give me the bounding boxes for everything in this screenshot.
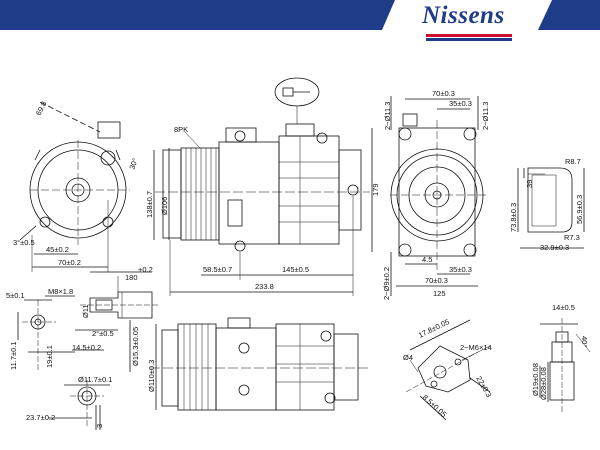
dim-180: 180: [125, 273, 138, 282]
dim-2-11-3-b: 2−Ø11.3: [481, 102, 490, 130]
dim-70-top: 70±0.3: [432, 89, 455, 98]
dim-3-deg: 3°±0.5: [13, 238, 35, 247]
dim-125: 125: [433, 289, 446, 298]
dim-r7-3: R7.3: [564, 233, 580, 242]
dim-14-5: 14.5±0.2: [72, 343, 101, 352]
logo-blue-stripe: [426, 38, 512, 41]
dim-19: 19±0.1: [45, 345, 54, 368]
dim-138: 138±0.7: [145, 191, 154, 218]
dim-39: 39: [525, 180, 534, 188]
label-8pk: 8PK: [174, 125, 188, 134]
dim-145: 145±0.5: [282, 265, 309, 274]
dim-32-9: 32.9±0.3: [540, 243, 569, 252]
dim-35-bottom: 35±0.3: [449, 265, 472, 274]
dim-2-deg: 2°±0.5: [92, 329, 114, 338]
dim-22: 22±0.3: [474, 375, 493, 399]
dim-plus-0-2: +0.2: [138, 265, 153, 274]
dim-2-m6: 2−M6×14: [460, 343, 492, 352]
header-bar: [0, 0, 600, 30]
dim-ring-11-7: Ø11.7±0.1: [78, 375, 112, 384]
dim-17-8: 17.8±0.05: [417, 317, 451, 340]
dim-179: 179: [371, 183, 380, 196]
dim-106: Ø106: [160, 197, 169, 215]
dim-56-9: 56.9±0.3: [575, 195, 584, 224]
dim-m8: M8×1.8: [48, 287, 73, 296]
dim-70-bottom: 70±0.3: [425, 276, 448, 285]
dim-73-8: 73.8±0.3: [509, 203, 518, 232]
dim-69-8: 69.8: [34, 100, 49, 117]
dim-110: Ø110±0.3: [147, 360, 156, 392]
front-view-left: [19, 101, 130, 272]
dim-28: Ø28±0.08: [539, 367, 548, 400]
dim-r8-7: R8.7: [565, 157, 581, 166]
dim-23-7: 23.7±0.2: [26, 413, 55, 422]
dim-14: 14±0.5: [552, 303, 575, 312]
dim-40-deg: 40°: [580, 336, 589, 347]
dim-19-port: Ø19±0.08: [531, 363, 540, 396]
logo-red-stripe: [426, 34, 512, 37]
dim-30-deg: 30°: [127, 157, 139, 171]
dim-2-9: 2−Ø9±0.2: [382, 267, 391, 300]
dim-70: 70±0.2: [58, 258, 81, 267]
side-view-main: [153, 77, 373, 296]
dim-2-11-3-a: 2−Ø11.3: [383, 102, 392, 130]
dim-8-5: 8.5±0.05: [421, 393, 449, 419]
dim-3-lower: 3: [95, 424, 104, 428]
dim-233-8: 233.8: [255, 282, 274, 291]
dim-4-5: 4.5: [422, 255, 432, 264]
dim-11: Ø11: [81, 304, 90, 318]
dim-5: 5±0.1: [6, 291, 25, 300]
dim-58-5: 58.5±0.7: [203, 265, 232, 274]
dim-4: Ø4: [403, 353, 413, 362]
port-detail-2: [405, 319, 491, 421]
port-detail-3: [539, 318, 591, 412]
detail-fitting-left: [17, 271, 160, 372]
dim-45: 45±0.2: [46, 245, 69, 254]
side-view-lower: [150, 317, 368, 411]
ring-detail: [48, 380, 110, 430]
rear-view: [390, 96, 585, 296]
dim-11-7-top: 11.7±0.1: [9, 341, 18, 370]
logo-text: Nissens: [422, 2, 505, 29]
dim-35-top: 35±0.3: [449, 99, 472, 108]
dim-15-3: Ø15.3±0.05: [131, 327, 140, 366]
nissens-logo: Nissens: [422, 2, 514, 48]
